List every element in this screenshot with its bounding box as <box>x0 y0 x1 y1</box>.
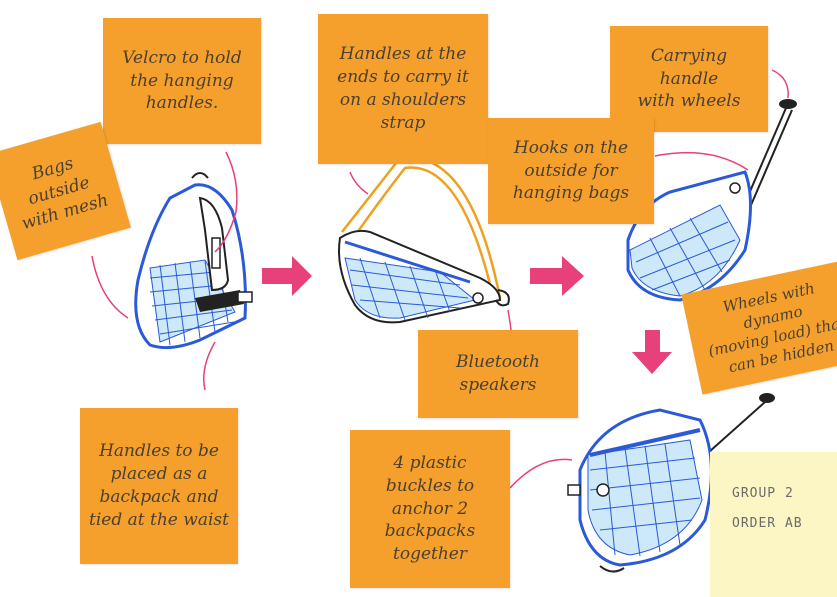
note-handles-backpack: Handles to be placed as a backpack and t… <box>80 408 238 564</box>
note-buckles: 4 plastic buckles to anchor 2 backpacks … <box>350 430 510 588</box>
bag-sketch-rolling <box>626 99 797 307</box>
group-note: GROUP 2 ORDER AB <box>710 452 837 597</box>
flow-arrow-3 <box>632 330 672 374</box>
flow-arrow-2 <box>530 256 584 296</box>
group-note-order: ORDER AB <box>732 516 803 531</box>
bag-sketch-shoulder <box>338 156 510 324</box>
bag-sketch-joined <box>567 393 775 573</box>
flow-arrow-1 <box>262 256 312 296</box>
group-note-title: GROUP 2 <box>732 486 794 501</box>
note-carrying-handle: Carrying handle with wheels <box>610 26 768 132</box>
note-bluetooth: Bluetooth speakers <box>418 330 578 418</box>
flow-arrows <box>262 256 672 374</box>
note-handles-ends: Handles at the ends to carry it on a sho… <box>318 14 488 164</box>
bag-sketch-backpack <box>134 172 253 350</box>
note-hooks: Hooks on the outside for hanging bags <box>488 118 654 224</box>
note-velcro: Velcro to hold the hanging handles. <box>103 18 261 144</box>
